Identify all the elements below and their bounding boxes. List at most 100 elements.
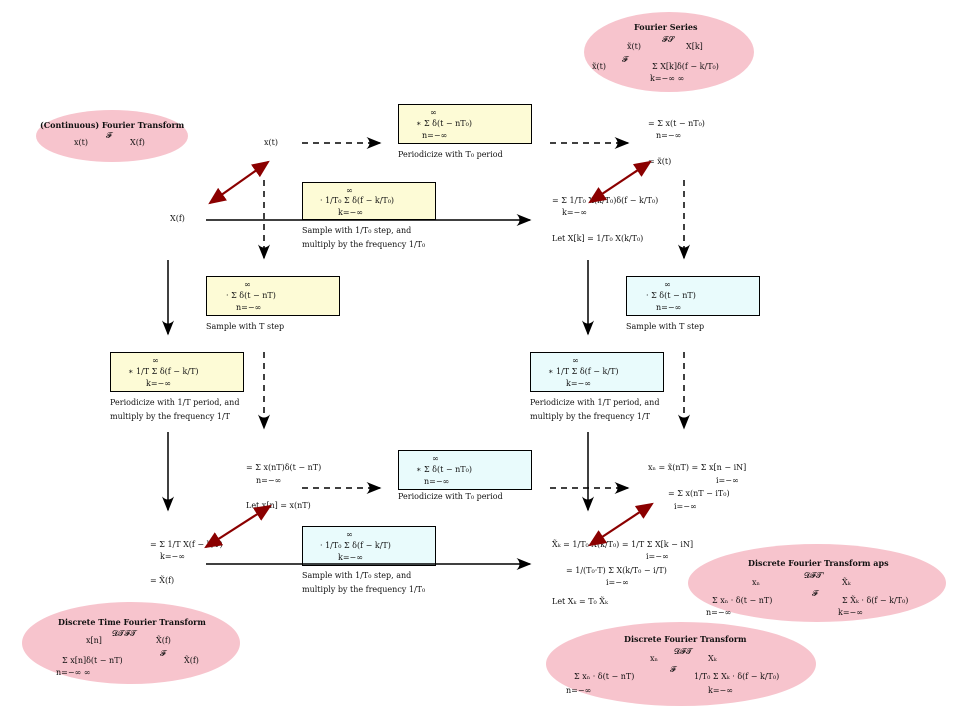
dft-line2-op: 𝓕: [670, 665, 676, 674]
b7-upper: ∞: [432, 454, 439, 463]
red-arrow-xn-Xk: [588, 502, 654, 547]
b3-label-0: Sample with T step: [206, 322, 285, 331]
b2-formula: · 1/T₀ Σ δ(f − k/T₀): [320, 196, 395, 205]
dft-line1-left: xₙ: [650, 654, 658, 663]
dtft-line1-right: X̃(f): [156, 636, 171, 645]
node-periodic-sum-limits: n=−∞: [656, 131, 682, 140]
b1-upper: ∞: [430, 108, 437, 117]
red-arrow-xn-Xtilde: [204, 504, 272, 549]
dft-ellipse: [546, 622, 816, 706]
cft-ellipse: [36, 110, 188, 162]
node-xn-eq2-limits: i=−∞: [674, 502, 697, 511]
node-let-Xk: Let X[k] = 1/T₀ X(k/T₀): [552, 234, 644, 243]
b2-label-0: Sample with 1/T₀ step, and: [302, 226, 412, 235]
b7-limits: n=−∞: [424, 477, 450, 486]
node-eq-xtilde: = x̃(t): [648, 157, 672, 166]
box-sample-1-t0-bottom: [302, 526, 436, 566]
dft-limits-k: k=−∞: [708, 686, 733, 695]
b7-formula: ∗ Σ δ(t − nT₀): [416, 465, 472, 474]
fourier-series-title: Fourier Series: [634, 22, 698, 32]
node-let-xn: Let x[n] = x(nT): [246, 501, 311, 510]
dtft-line2-left: Σ x[n]δ(t − nT): [62, 656, 123, 665]
b6-formula: ∗ 1/T Σ δ(f − k/T): [548, 367, 619, 376]
b3-upper: ∞: [244, 280, 251, 289]
dtft-line2-right: X̃(f): [184, 656, 199, 665]
b2-upper: ∞: [346, 186, 353, 195]
b3-limits: n=−∞: [236, 303, 262, 312]
fs-line2-left: x̃(t): [592, 62, 606, 71]
dft-aps-line1-op: 𝓓𝓕𝓣': [804, 571, 825, 580]
b4-label-0: Sample with T step: [626, 322, 705, 331]
node-xn-eq2: = Σ x(nT − iT₀): [668, 489, 730, 498]
dtft-line2-op: 𝓕: [160, 649, 166, 658]
b5-upper: ∞: [152, 356, 159, 365]
cft-title: (Continuous) Fourier Transform: [40, 120, 185, 130]
b5-formula: ∗ 1/T Σ δ(f − k/T): [128, 367, 199, 376]
dtft-line1-left: x[n]: [86, 636, 102, 645]
b8-formula: · 1/T₀ Σ δ(f − k/T): [320, 541, 391, 550]
dft-aps-title: Discrete Fourier Transform aps: [748, 558, 889, 568]
node-periodic-sum: = Σ x(t − nT₀): [648, 119, 705, 128]
dft-line2-left: Σ xₙ · δ(t − nT): [574, 672, 635, 681]
dtft-line2-limits: n=−∞ ∞: [56, 668, 91, 677]
b8-upper: ∞: [346, 530, 353, 539]
b5-limits: k=−∞: [146, 379, 171, 388]
dft-line2-right: 1/T₀ Σ Xₖ · δ(f − k/T₀): [694, 672, 780, 681]
b6-label-1: multiply by the frequency 1/T: [530, 412, 650, 421]
node-xt: x(t): [264, 138, 278, 147]
box-sample-t-right: [626, 276, 760, 316]
node-sampled-time-limits: n=−∞: [256, 476, 282, 485]
red-arrow-xtilde-spectrum: [588, 160, 652, 204]
dtft-line1-op: 𝓓𝓣𝓕𝓣: [112, 629, 137, 638]
dft-title: Discrete Fourier Transform: [624, 634, 747, 644]
node-Xk-eq2-limits: i=−∞: [606, 578, 629, 587]
node-Xk-eq2: = 1/(T₀·T) Σ X(k/T₀ − i/T): [566, 566, 667, 575]
dft-aps-limits-k: k=−∞: [838, 608, 863, 617]
box-periodicize-1-t-right: [530, 352, 664, 392]
fs-line2-right: Σ X[k]δ(f − k/T₀): [652, 62, 719, 71]
node-Xf: X(f): [170, 214, 185, 223]
b7-label-0: Periodicize with T₀ period: [398, 492, 503, 501]
fs-line2-op: 𝓕: [622, 55, 628, 64]
b5-label-1: multiply by the frequency 1/T: [110, 412, 230, 421]
b3-formula: · Σ δ(t − nT): [226, 291, 276, 300]
dft-aps-line2-op: 𝓕: [812, 589, 818, 598]
fourier-series-ellipse: [584, 12, 754, 92]
dft-aps-line1-left: xₙ: [752, 578, 760, 587]
fs-line2-limits: k=−∞ ∞: [650, 74, 685, 83]
dft-aps-limits-n: n=−∞: [706, 608, 732, 617]
fs-line1-op: 𝓕𝓢: [662, 35, 675, 44]
b1-limits: n=−∞: [422, 131, 448, 140]
b5-label-0: Periodicize with 1/T period, and: [110, 398, 240, 407]
node-periodic-spec-limits: k=−∞: [160, 552, 185, 561]
node-Xk-eq-limits: i=−∞: [646, 552, 669, 561]
b6-limits: k=−∞: [566, 379, 591, 388]
dft-line1-op: 𝓓𝓕𝓣: [674, 647, 693, 656]
fs-line1-right: X[k]: [686, 42, 703, 51]
b8-label-0: Sample with 1/T₀ step, and: [302, 571, 412, 580]
b8-label-1: multiply by the frequency 1/T₀: [302, 585, 426, 594]
node-xn-eq-limits: i=−∞: [716, 476, 739, 485]
node-let-Xk2: Let Xₖ = T₀ X̃ₖ: [552, 597, 608, 606]
b1-formula: ∗ Σ δ(t − nT₀): [416, 119, 472, 128]
node-periodic-spec: = Σ 1/T X(f − k/T): [150, 540, 223, 549]
fs-line1-left: x̃(t): [627, 42, 641, 51]
cft-right: X(f): [130, 138, 145, 147]
node-sampled-spectrum-limits: k=−∞: [562, 208, 587, 217]
b4-limits: n=−∞: [656, 303, 682, 312]
red-arrow-xt-Xf: [208, 160, 270, 205]
node-sampled-time: = Σ x(nT)δ(t − nT): [246, 463, 322, 472]
dtft-ellipse: [22, 602, 240, 684]
b2-label-1: multiply by the frequency 1/T₀: [302, 240, 426, 249]
dft-line1-right: Xₖ: [708, 654, 717, 663]
box-periodicize-t0-top: [398, 104, 532, 144]
b4-formula: · Σ δ(t − nT): [646, 291, 696, 300]
dft-limits-n: n=−∞: [566, 686, 592, 695]
dtft-title: Discrete Time Fourier Transform: [58, 617, 206, 627]
box-periodicize-1-t-left: [110, 352, 244, 392]
b8-limits: k=−∞: [338, 553, 363, 562]
node-eq-Xtilde-f: = X̃(f): [150, 576, 175, 585]
cft-left: x(t): [74, 138, 88, 147]
b1-label-0: Periodicize with T₀ period: [398, 150, 503, 159]
